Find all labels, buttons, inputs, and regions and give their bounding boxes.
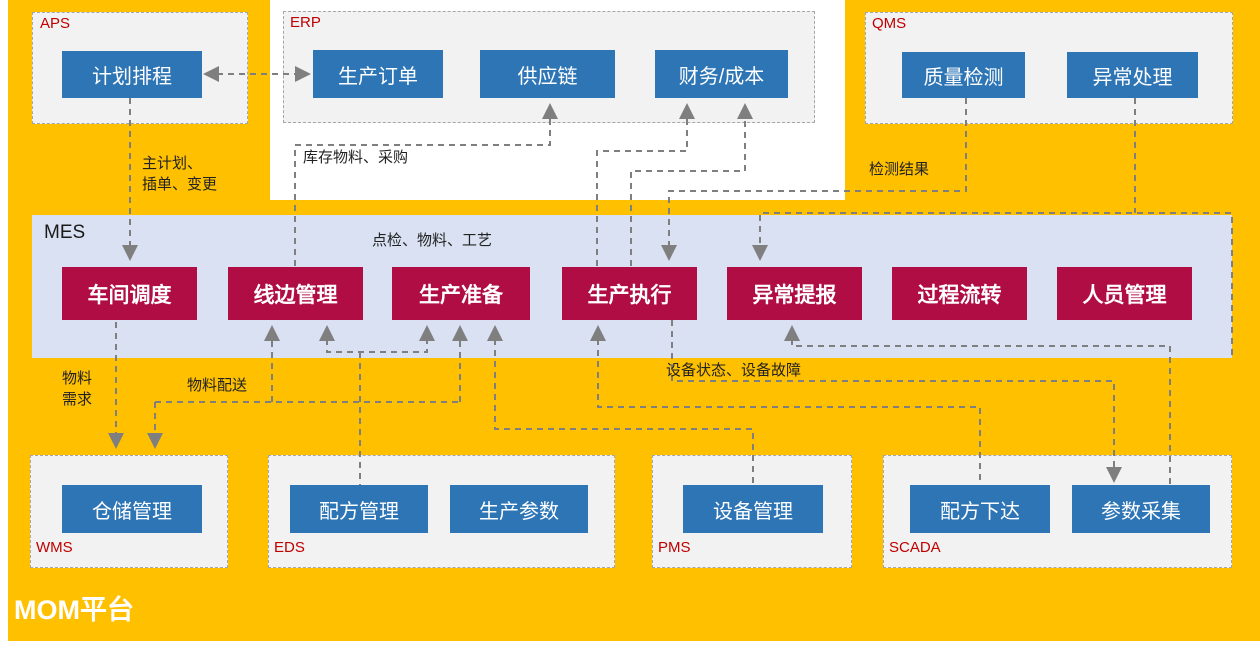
module-equipment-management: 设备管理 (683, 485, 823, 533)
aps-system-label: APS (40, 15, 71, 32)
module-quality-inspection: 质量检测 (902, 52, 1025, 98)
module-parameter-collection: 参数采集 (1072, 485, 1210, 533)
module-exception-reporting: 异常提报 (727, 267, 862, 320)
module-production-preparation: 生产准备 (392, 267, 530, 320)
module-process-flow: 过程流转 (892, 267, 1027, 320)
module-recipe-dispatch: 配方下达 (910, 485, 1050, 533)
erp-system-label: ERP (290, 14, 321, 31)
module-personnel-management: 人员管理 (1057, 267, 1192, 320)
mom-platform-title: MOM平台 (14, 595, 134, 625)
label-material-delivery: 物料配送 (187, 377, 248, 394)
module-production-execution: 生产执行 (562, 267, 697, 320)
wms-system-label: WMS (36, 539, 73, 556)
qms-system-label: QMS (872, 15, 907, 32)
eds-system-label: EDS (274, 539, 305, 556)
label-inventory-purchase: 库存物料、采购 (303, 149, 409, 166)
module-supply-chain: 供应链 (480, 50, 615, 98)
module-finance-cost: 财务/成本 (655, 50, 788, 98)
module-production-order: 生产订单 (313, 50, 443, 98)
label-master-plan: 主计划、 插单、变更 (142, 155, 218, 193)
pms-system-label: PMS (658, 539, 691, 556)
module-recipe-management: 配方管理 (290, 485, 428, 533)
label-equipment-status: 设备状态、设备故障 (666, 362, 802, 379)
label-check-material-process: 点检、物料、工艺 (372, 232, 493, 249)
mes-system-label: MES (44, 222, 86, 243)
label-material-demand: 物料 需求 (62, 370, 93, 408)
module-workshop-scheduling: 车间调度 (62, 267, 197, 320)
module-lineside-management: 线边管理 (228, 267, 363, 320)
label-inspection-result: 检测结果 (869, 161, 930, 178)
module-plan-scheduling: 计划排程 (62, 51, 202, 98)
module-exception-handling: 异常处理 (1067, 52, 1198, 98)
scada-system-label: SCADA (889, 539, 941, 556)
module-production-parameters: 生产参数 (450, 485, 588, 533)
module-warehouse-management: 仓储管理 (62, 485, 202, 533)
